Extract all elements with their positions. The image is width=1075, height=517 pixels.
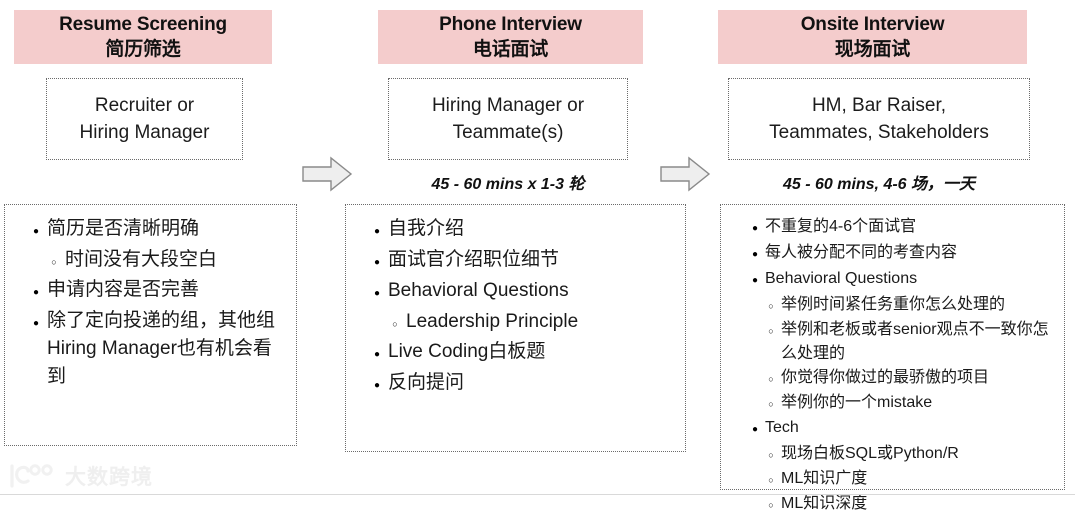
list-item-label: 面试官介绍职位细节 bbox=[388, 249, 560, 270]
list-item: 举例时间紧任务重你怎么处理的 bbox=[727, 293, 1058, 318]
bullet-disc-icon bbox=[25, 215, 47, 246]
list-item: Behavioral Questions bbox=[352, 277, 679, 308]
bullet-circle-icon bbox=[384, 308, 406, 338]
list-item-label: Behavioral Questions bbox=[388, 280, 569, 301]
bullet-list: 简历是否清晰明确 时间没有大段空白 申请内容是否完善 除了定向投递的组，其他组H… bbox=[11, 215, 290, 391]
stage-details-resume-screening: 简历是否清晰明确 时间没有大段空白 申请内容是否完善 除了定向投递的组，其他组H… bbox=[4, 204, 297, 446]
list-item: Behavioral Questions bbox=[727, 267, 1058, 293]
participant-line-2: Teammates, Stakeholders bbox=[769, 122, 989, 143]
bullet-circle-icon bbox=[761, 366, 781, 391]
list-item-label: 不重复的4-6个面试官 bbox=[765, 218, 917, 235]
bullet-list: 自我介绍 面试官介绍职位细节 Behavioral Questions Lead… bbox=[352, 215, 679, 400]
list-item-label: ML知识深度 bbox=[781, 495, 868, 512]
list-item: 自我介绍 bbox=[352, 215, 679, 246]
watermark-logo-icon bbox=[6, 463, 58, 489]
list-item: 面试官介绍职位细节 bbox=[352, 246, 679, 277]
bullet-circle-icon bbox=[761, 318, 781, 343]
bullet-disc-icon bbox=[366, 369, 388, 400]
list-item-label: 你觉得你做过的最骄傲的项目 bbox=[781, 369, 990, 386]
list-item-label: 举例你的一个mistake bbox=[781, 394, 933, 411]
stage-details-phone-interview: 自我介绍 面试官介绍职位细节 Behavioral Questions Lead… bbox=[345, 204, 686, 452]
bullet-disc-icon bbox=[366, 215, 388, 246]
bullet-disc-icon bbox=[366, 338, 388, 369]
stage-duration-phone-interview: 45 - 60 mins x 1-3 轮 bbox=[431, 176, 585, 193]
stage-duration-onsite-interview: 45 - 60 mins, 4-6 场，一天 bbox=[782, 176, 976, 193]
list-item-label: 举例时间紧任务重你怎么处理的 bbox=[781, 296, 1006, 313]
participant-line-1: HM, Bar Raiser, bbox=[811, 95, 947, 116]
list-item-label: 自我介绍 bbox=[388, 218, 465, 239]
bullet-disc-icon bbox=[745, 215, 765, 241]
list-item-label: 除了定向投递的组，其他组Hiring Manager也有机会看到 bbox=[47, 310, 276, 387]
diagram-canvas: Resume Screening 简历筛选 Recruiter or Hirin… bbox=[0, 0, 1075, 501]
bullet-disc-icon bbox=[745, 267, 765, 293]
stage-participants-resume-screening: Recruiter or Hiring Manager bbox=[46, 78, 243, 160]
list-item: 除了定向投递的组，其他组Hiring Manager也有机会看到 bbox=[11, 307, 290, 391]
list-item-label: 每人被分配不同的考查内容 bbox=[765, 244, 958, 261]
list-item: 你觉得你做过的最骄傲的项目 bbox=[727, 366, 1058, 391]
participant-line-1: Recruiter or bbox=[94, 95, 195, 116]
list-item-label: Behavioral Questions bbox=[765, 270, 918, 287]
stage-header-onsite-interview: Onsite Interview 现场面试 bbox=[718, 10, 1027, 64]
list-item-label: Live Coding白板题 bbox=[388, 341, 546, 362]
list-item-label: 时间没有大段空白 bbox=[65, 249, 218, 270]
list-item: 时间没有大段空白 bbox=[11, 246, 290, 276]
stage-participants-onsite-interview: HM, Bar Raiser, Teammates, Stakeholders bbox=[728, 78, 1030, 160]
bullet-disc-icon bbox=[25, 276, 47, 307]
list-item-label: 简历是否清晰明确 bbox=[47, 218, 200, 239]
list-item: Leadership Principle bbox=[352, 308, 679, 338]
list-item: ML知识广度 bbox=[727, 467, 1058, 492]
bullet-disc-icon bbox=[366, 277, 388, 308]
stage-participants-phone-interview: Hiring Manager or Teammate(s) bbox=[388, 78, 628, 160]
bullet-circle-icon bbox=[761, 492, 781, 517]
arrow-stage2-to-stage3 bbox=[659, 155, 711, 193]
list-item: 申请内容是否完善 bbox=[11, 276, 290, 307]
bullet-disc-icon bbox=[25, 307, 47, 338]
bullet-circle-icon bbox=[761, 442, 781, 467]
bullet-circle-icon bbox=[761, 467, 781, 492]
stage-details-onsite-interview: 不重复的4-6个面试官 每人被分配不同的考查内容 Behavioral Ques… bbox=[720, 204, 1065, 512]
stage-header-resume-screening: Resume Screening 简历筛选 bbox=[14, 10, 272, 64]
list-item: 举例你的一个mistake bbox=[727, 391, 1058, 416]
list-item: 举例和老板或者senior观点不一致你怎么处理的 bbox=[727, 318, 1058, 366]
list-item-label: 举例和老板或者senior观点不一致你怎么处理的 bbox=[781, 321, 1049, 362]
list-item: ML知识深度 bbox=[727, 492, 1058, 517]
stage-header-title-cn: 现场面试 bbox=[834, 39, 911, 60]
list-item-label: 反向提问 bbox=[388, 372, 465, 393]
bullet-list: 不重复的4-6个面试官 每人被分配不同的考查内容 Behavioral Ques… bbox=[727, 215, 1058, 517]
list-item: 反向提问 bbox=[352, 369, 679, 400]
bullet-disc-icon bbox=[745, 241, 765, 267]
list-item: Live Coding白板题 bbox=[352, 338, 679, 369]
watermark: 大数跨境 bbox=[6, 461, 153, 491]
list-item-label: 现场白板SQL或Python/R bbox=[781, 445, 959, 462]
bullet-circle-icon bbox=[761, 391, 781, 416]
stage-header-title-en: Phone Interview bbox=[439, 14, 582, 35]
bottom-divider bbox=[0, 494, 1075, 495]
list-item: Tech bbox=[727, 416, 1058, 442]
stage-header-title-en: Onsite Interview bbox=[800, 14, 945, 35]
list-item: 不重复的4-6个面试官 bbox=[727, 215, 1058, 241]
bullet-circle-icon bbox=[761, 293, 781, 318]
stage-header-title-cn: 电话面试 bbox=[472, 39, 549, 60]
list-item-label: Leadership Principle bbox=[406, 311, 579, 332]
list-item-label: Tech bbox=[765, 419, 799, 436]
participant-line-2: Hiring Manager bbox=[79, 122, 210, 143]
list-item-label: 申请内容是否完善 bbox=[47, 279, 200, 300]
arrow-stage1-to-stage2 bbox=[301, 155, 353, 193]
participant-line-2: Teammate(s) bbox=[452, 122, 564, 143]
list-item: 现场白板SQL或Python/R bbox=[727, 442, 1058, 467]
list-item-label: ML知识广度 bbox=[781, 470, 868, 487]
bullet-disc-icon bbox=[745, 416, 765, 442]
list-item: 简历是否清晰明确 bbox=[11, 215, 290, 246]
watermark-label: 大数跨境 bbox=[65, 466, 153, 489]
bullet-disc-icon bbox=[366, 246, 388, 277]
stage-header-phone-interview: Phone Interview 电话面试 bbox=[378, 10, 643, 64]
participant-line-1: Hiring Manager or bbox=[431, 95, 585, 116]
bullet-circle-icon bbox=[43, 246, 65, 276]
stage-header-title-en: Resume Screening bbox=[59, 14, 227, 35]
list-item: 每人被分配不同的考查内容 bbox=[727, 241, 1058, 267]
stage-header-title-cn: 简历筛选 bbox=[105, 39, 181, 60]
